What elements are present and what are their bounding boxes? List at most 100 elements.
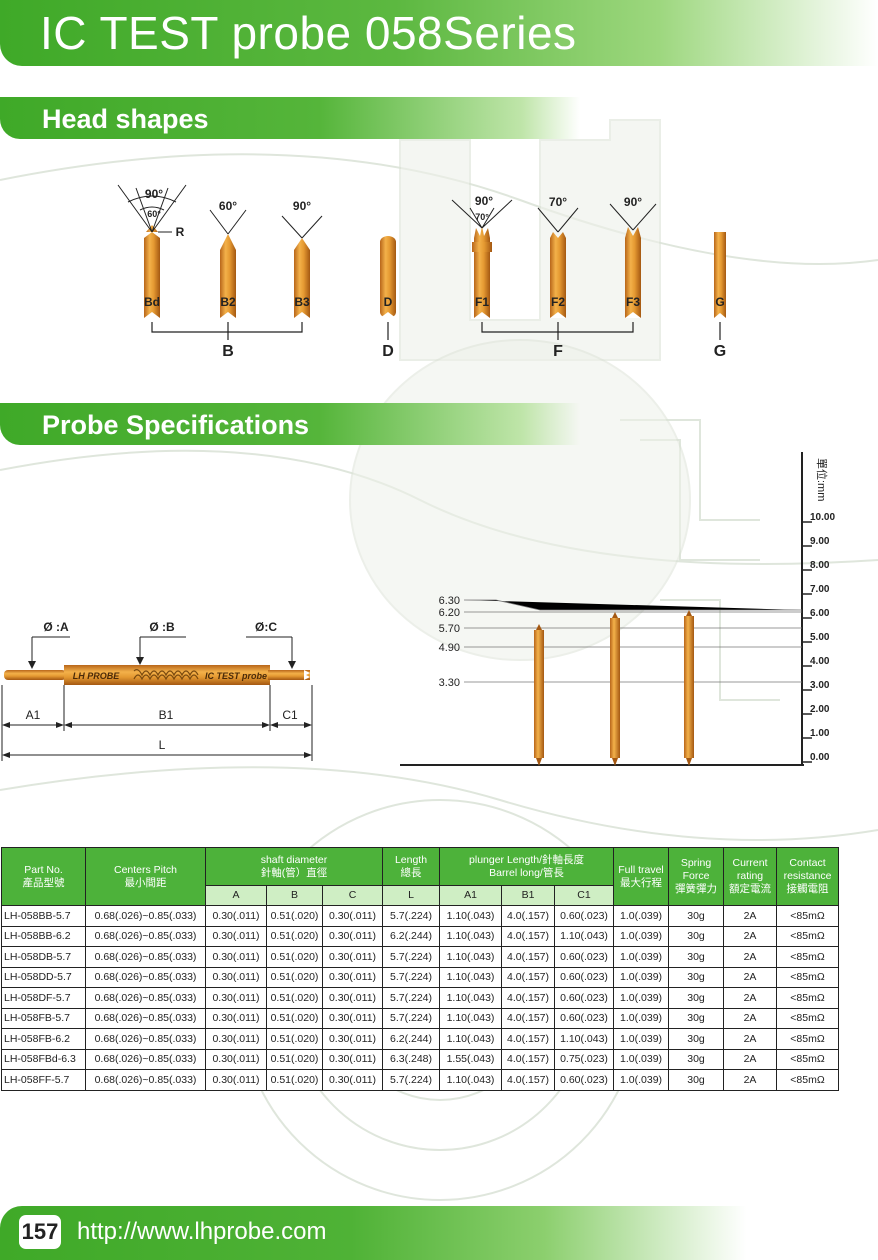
table-cell: LH-058FF-5.7	[1, 1069, 86, 1091]
table-cell: 0.51(.020)	[266, 987, 323, 1009]
table-cell: 2A	[723, 1069, 778, 1091]
tip-label: B2	[220, 295, 236, 309]
table-cell: 0.30(.011)	[322, 1069, 383, 1091]
table-cell: <85mΩ	[776, 1048, 840, 1070]
page-number: 157	[19, 1215, 61, 1249]
table-cell: 1.0(.039)	[613, 1048, 670, 1070]
table-cell: LH-058FB-5.7	[1, 1007, 86, 1029]
tip-label: G	[715, 295, 724, 309]
table-cell: 4.0(.157)	[501, 987, 555, 1009]
table-cell: 0.68(.026)~0.85(.033)	[85, 946, 206, 968]
angle-label: 60°	[219, 199, 237, 213]
table-cell: 1.10(.043)	[439, 1007, 502, 1029]
table-cell: 0.68(.026)~0.85(.033)	[85, 987, 206, 1009]
website-link[interactable]: http://www.lhprobe.com	[77, 1218, 327, 1245]
table-cell: 1.10(.043)	[439, 946, 502, 968]
section-banner-head-shapes: Head shapes	[0, 97, 580, 139]
dim-label: B1	[159, 708, 174, 722]
probe-f3	[625, 227, 641, 318]
tip-label: B3	[294, 295, 310, 309]
table-cell: 2A	[723, 966, 778, 988]
table-cell: 0.68(.026)~0.85(.033)	[85, 925, 206, 947]
table-cell: 30g	[668, 987, 725, 1009]
table-cell: 30g	[668, 1048, 725, 1070]
table-cell: 0.30(.011)	[205, 1028, 267, 1050]
table-cell: 1.10(.043)	[553, 925, 615, 947]
table-cell: <85mΩ	[776, 905, 840, 927]
scale-tick-label: 8.00	[810, 560, 830, 571]
probe-f1	[472, 226, 492, 318]
angle-label: 90°	[293, 199, 311, 213]
table-cell: 5.7(.224)	[382, 1069, 440, 1091]
table-cell: <85mΩ	[776, 1028, 840, 1050]
table-cell: 4.0(.157)	[501, 925, 555, 947]
table-cell: 1.10(.043)	[439, 987, 502, 1009]
subheader: A	[205, 885, 267, 906]
table-cell: 1.10(.043)	[439, 966, 502, 988]
tip-label: Bd	[144, 295, 160, 309]
table-cell: 0.30(.011)	[205, 1007, 267, 1029]
table-cell: 0.68(.026)~0.85(.033)	[85, 1028, 206, 1050]
table-cell: 30g	[668, 905, 725, 927]
subheader: B1	[501, 885, 555, 906]
dim-label: C1	[282, 708, 298, 722]
table-cell: 0.30(.011)	[322, 1048, 383, 1070]
table-cell: 1.0(.039)	[613, 987, 670, 1009]
scale-probe	[534, 624, 544, 766]
table-cell: <85mΩ	[776, 1069, 840, 1091]
table-cell: 0.30(.011)	[322, 987, 383, 1009]
table-cell: 0.30(.011)	[205, 1069, 267, 1091]
angle-label: 90°	[624, 195, 642, 209]
table-cell: 0.51(.020)	[266, 946, 323, 968]
tip-label: F2	[551, 295, 565, 309]
table-cell: 1.10(.043)	[439, 905, 502, 927]
table-cell: 0.60(.023)	[553, 946, 615, 968]
table-cell: 2A	[723, 925, 778, 947]
table-cell: 2A	[723, 1048, 778, 1070]
table-cell: 30g	[668, 1028, 725, 1050]
table-cell: LH-058BB-6.2	[1, 925, 86, 947]
table-cell: 1.0(.039)	[613, 905, 670, 927]
table-cell: 0.68(.026)~0.85(.033)	[85, 1069, 206, 1091]
table-cell: 2A	[723, 1028, 778, 1050]
table-cell: 0.30(.011)	[322, 946, 383, 968]
group-label: B	[222, 343, 234, 360]
group-label: G	[714, 343, 726, 360]
level-label: 3.30	[439, 677, 460, 689]
level-label: 6.20	[439, 607, 460, 619]
section-title-head-shapes: Head shapes	[42, 104, 209, 134]
table-cell: 0.60(.023)	[553, 966, 615, 988]
table-cell: 5.7(.224)	[382, 1007, 440, 1029]
table-cell: 0.51(.020)	[266, 905, 323, 927]
table-cell: 0.60(.023)	[553, 1069, 615, 1091]
scale-tick-label: 3.00	[810, 680, 830, 691]
probe-d	[380, 236, 396, 318]
page-title: IC TEST probe 058Series	[40, 7, 577, 59]
table-cell: 0.51(.020)	[266, 1069, 323, 1091]
barrel-text: IC TEST probe	[205, 671, 267, 681]
barrel-text: LH PROBE	[73, 671, 121, 681]
table-cell: 0.30(.011)	[322, 905, 383, 927]
table-cell: 1.10(.043)	[553, 1028, 615, 1050]
title-banner: IC TEST probe 058Series	[0, 0, 878, 66]
table-cell: 0.30(.011)	[205, 966, 267, 988]
table-cell: LH-058DD-5.7	[1, 966, 86, 988]
probe-b3	[294, 238, 310, 318]
table-cell: 0.30(.011)	[322, 1007, 383, 1029]
probe-b2	[220, 234, 236, 318]
angle-label: 90°	[475, 194, 493, 208]
subheader: C	[322, 885, 383, 906]
table-cell: 0.68(.026)~0.85(.033)	[85, 966, 206, 988]
table-cell: 1.55(.043)	[439, 1048, 502, 1070]
